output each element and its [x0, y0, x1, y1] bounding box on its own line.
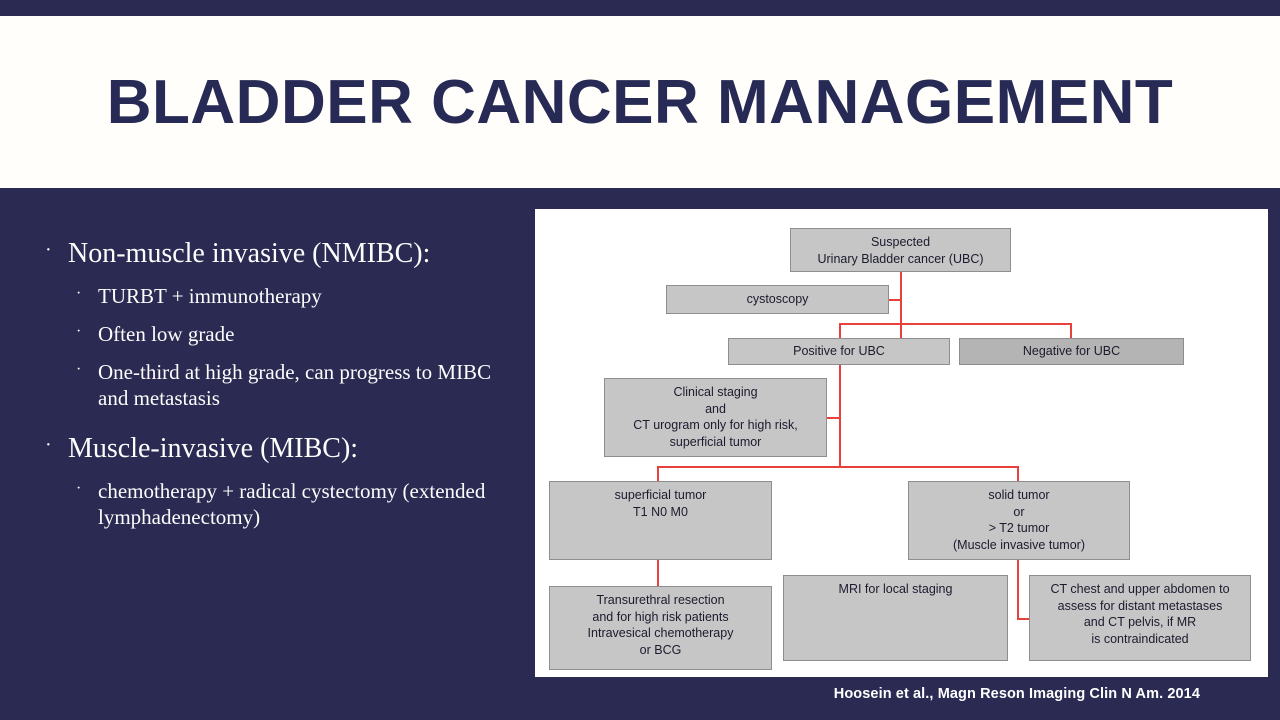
flow-node-clinical-staging: Clinical staging and CT urogram only for… [604, 378, 827, 457]
connector-superficial-to-turbt [657, 560, 659, 586]
flow-node-suspected: Suspected Urinary Bladder cancer (UBC) [790, 228, 1011, 272]
connector-solid-to-ct [1017, 560, 1019, 620]
connector-branch-negative-down [1070, 323, 1072, 338]
bullet-item-turbt: · TURBT + immunotherapy [42, 283, 512, 309]
flow-node-positive-for-ubc: Positive for UBC [728, 338, 950, 365]
citation-text: Hoosein et al., Magn Reson Imaging Clin … [833, 686, 1200, 702]
top-accent-band [0, 0, 1280, 16]
connector-suspected-down [900, 272, 902, 338]
connector-clinical-staging-tick [827, 417, 840, 419]
bullet-text: Non-muscle invasive (NMIBC): [68, 238, 431, 269]
bullet-glyph-icon: · [76, 480, 82, 497]
flow-node-negative-for-ubc: Negative for UBC [959, 338, 1184, 365]
flow-node-superficial-tumor: superficial tumor T1 N0 M0 [549, 481, 772, 560]
bullet-glyph-icon: · [76, 323, 82, 340]
connector-branch-superficial-down [657, 466, 659, 481]
connector-branch-solid-down [1017, 466, 1019, 481]
bullet-text: Often low grade [98, 322, 235, 346]
bullet-item-high-grade: · One-third at high grade, can progress … [42, 359, 512, 411]
flowchart-panel: Suspected Urinary Bladder cancer (UBC) c… [535, 209, 1268, 677]
bullet-glyph-icon: · [45, 434, 52, 456]
bullet-glyph-icon: · [76, 361, 82, 378]
flow-node-transurethral-resection: Transurethral resection and for high ris… [549, 586, 772, 670]
connector-cystoscopy-tick [889, 299, 901, 301]
bullet-text: Muscle-invasive (MIBC): [68, 433, 359, 464]
connector-positive-down [839, 365, 841, 467]
bullet-item-low-grade: · Often low grade [42, 321, 512, 347]
bullet-item-chemotherapy: · chemotherapy + radical cystectomy (ext… [42, 478, 512, 530]
bullet-text: TURBT + immunotherapy [98, 284, 322, 308]
page-title: Bladder Cancer Management [106, 67, 1174, 137]
bullet-glyph-icon: · [45, 239, 52, 261]
flow-node-cystoscopy: cystoscopy [666, 285, 889, 314]
connector-ct-tick [1017, 618, 1030, 620]
flow-node-ct-chest-abdomen: CT chest and upper abdomen to assess for… [1029, 575, 1251, 661]
bullet-text: One-third at high grade, can progress to… [98, 360, 492, 410]
flow-node-mri-local-staging: MRI for local staging [783, 575, 1008, 661]
bullet-list: · Non-muscle invasive (NMIBC): · TURBT +… [42, 236, 512, 530]
bullet-glyph-icon: · [76, 285, 82, 302]
connector-split-superficial-solid [657, 466, 1018, 468]
connector-split-positive-negative [839, 323, 1072, 325]
bullet-item-mibc: · Muscle-invasive (MIBC): [42, 431, 512, 466]
flow-node-solid-tumor: solid tumor or > T2 tumor (Muscle invasi… [908, 481, 1130, 560]
bullet-spacer [42, 411, 512, 431]
header-panel [0, 16, 1280, 188]
connector-branch-positive-down [839, 323, 841, 338]
bullet-text: chemotherapy + radical cystectomy (exten… [98, 479, 486, 529]
bullet-item-nmibc: · Non-muscle invasive (NMIBC): [42, 236, 512, 271]
